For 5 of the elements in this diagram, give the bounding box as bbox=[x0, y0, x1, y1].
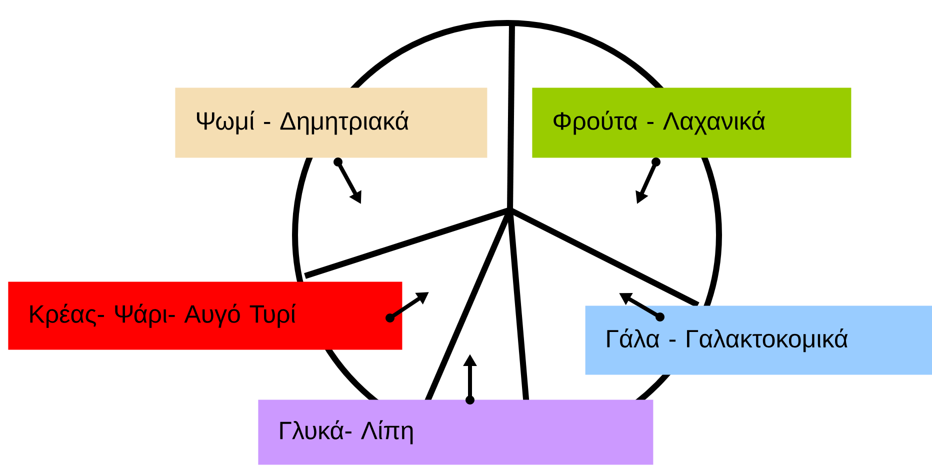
label-box: Γλυκά- Λίπη bbox=[258, 400, 654, 465]
label-box: Κρέας- Ψάρι- Αυγό Τυρί bbox=[8, 282, 402, 350]
label-box: Ψωμί - Δημητριακά bbox=[175, 88, 488, 158]
label-box: Φρούτα - Λαχανικά bbox=[532, 88, 852, 158]
label-box: Γάλα - Γαλακτοκομικά bbox=[585, 306, 932, 375]
